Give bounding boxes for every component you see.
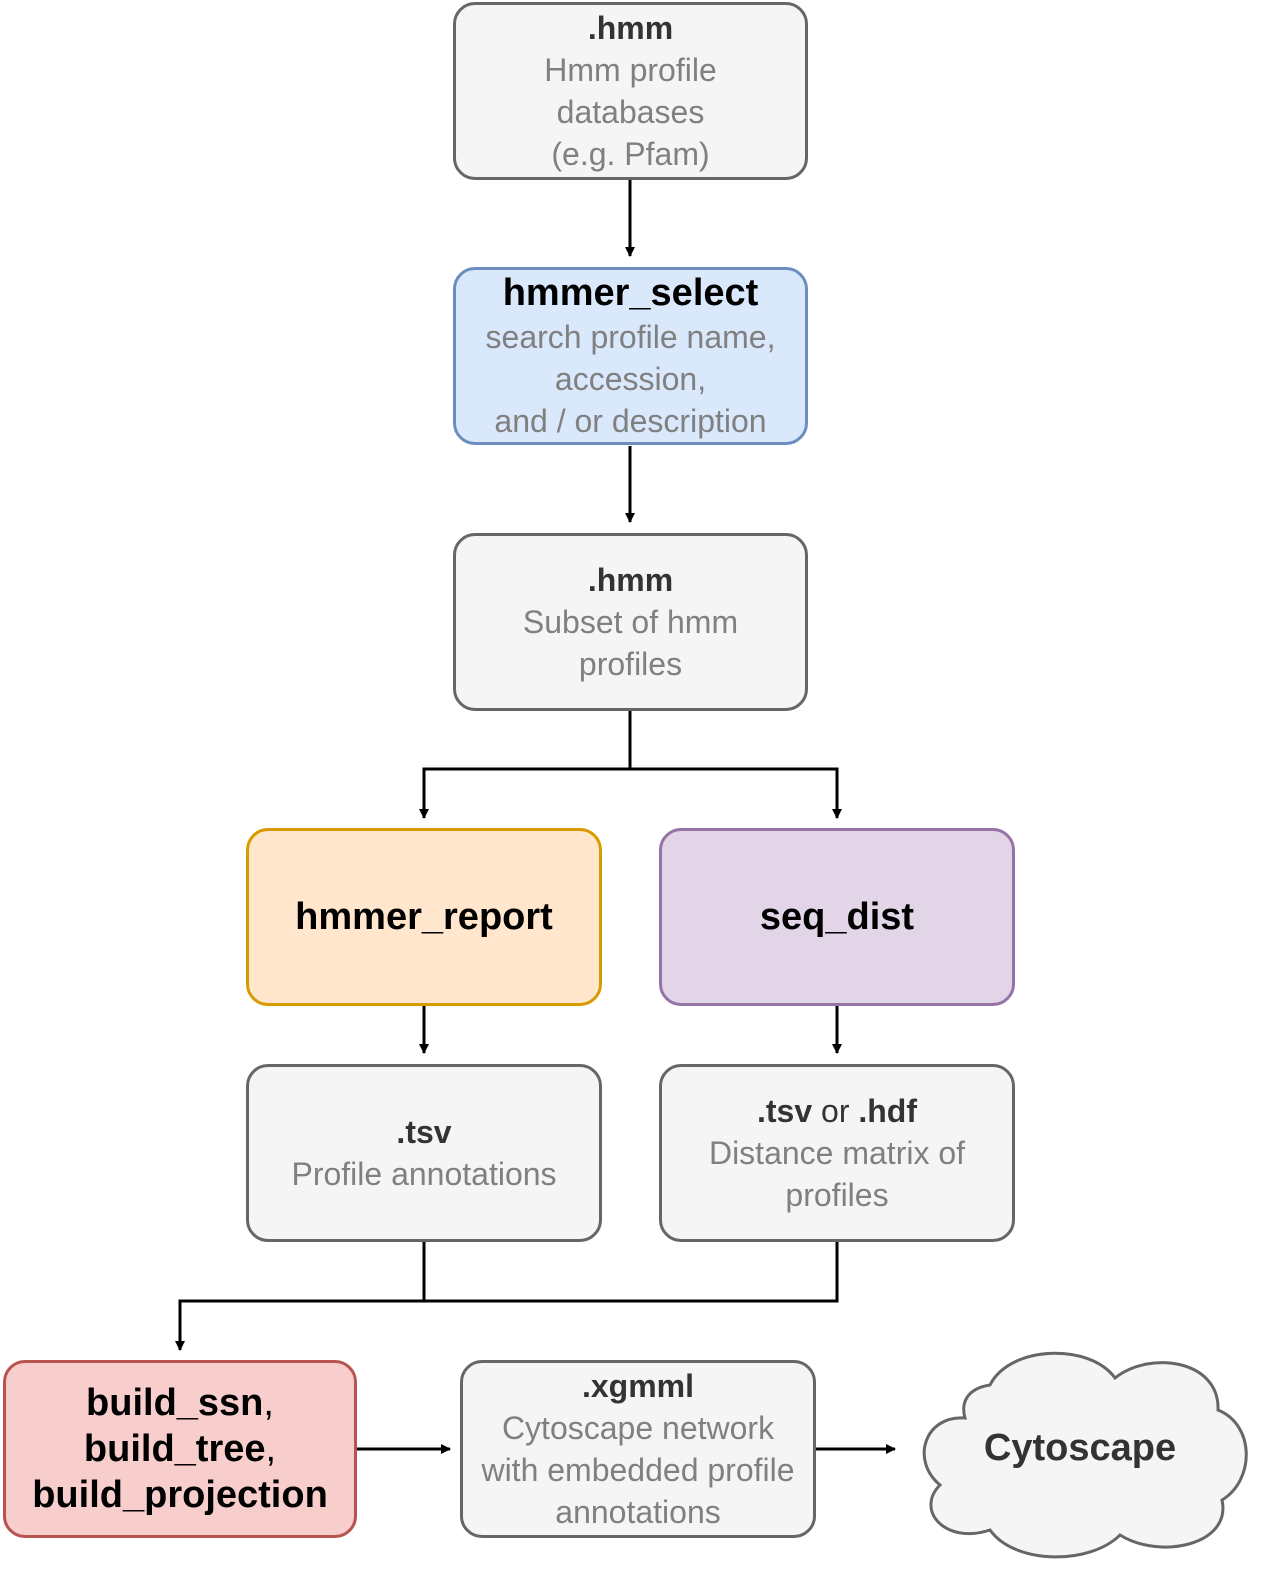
seq-dist-node: seq_dist — [659, 828, 1015, 1006]
build-tree-line: build_tree, — [84, 1426, 276, 1472]
hmmer-report-node: hmmer_report — [246, 828, 602, 1006]
edge-tsv-to-build — [175, 1242, 426, 1351]
xgmml-title: .xgmml — [581, 1368, 695, 1404]
hmmer-select-desc-3: and / or description — [494, 403, 767, 439]
distance-matrix-desc-1: Distance matrix of — [708, 1135, 966, 1171]
build-ssn-line: build_ssn, — [86, 1380, 274, 1426]
hmmer-select-desc-1: search profile name, — [485, 319, 776, 355]
hmm-database-desc-1: Hmm profile — [544, 52, 717, 88]
build-projection-label: build_projection — [32, 1474, 328, 1516]
build-tree-label: build_tree — [83, 1428, 266, 1470]
hmm-subset-desc-2: profiles — [578, 646, 683, 682]
hmmer-report-title: hmmer_report — [295, 896, 553, 938]
cytoscape-label: Cytoscape — [983, 1427, 1177, 1469]
tsv-title: .tsv — [396, 1114, 452, 1150]
hmm-database-desc-2: databases — [556, 94, 705, 130]
cytoscape-cloud-shape — [922, 1351, 1248, 1559]
xgmml-desc-2: with embedded profile — [481, 1452, 795, 1488]
seq-dist-title: seq_dist — [759, 896, 915, 938]
distance-matrix-node: .tsv or .hdf Distance matrix of profiles — [659, 1064, 1015, 1242]
edge-subset-to-hmmer-report — [419, 711, 632, 819]
hmm-subset-node: .hmm Subset of hmm profiles — [453, 533, 808, 711]
build-tools-node: build_ssn, build_tree, build_projection — [3, 1360, 357, 1538]
tsv-annotations-node: .tsv Profile annotations — [246, 1064, 602, 1242]
xgmml-node: .xgmml Cytoscape network with embedded p… — [460, 1360, 816, 1538]
edge-subset-to-seq-dist — [630, 767, 842, 819]
distance-matrix-desc-2: profiles — [785, 1177, 889, 1213]
edge-tsv-hdf-to-build — [424, 1242, 839, 1303]
build-tree-sep: , — [265, 1428, 277, 1470]
hmm-subset-desc-1: Subset of hmm — [522, 604, 739, 640]
tsv-format-label: .tsv — [756, 1093, 813, 1129]
hdf-format-label: .hdf — [858, 1093, 917, 1129]
hmm-subset-title: .hmm — [587, 562, 674, 598]
hmmer-select-desc-2: accession, — [554, 361, 707, 397]
format-connector: or — [812, 1093, 859, 1129]
distance-matrix-title: .tsv or .hdf — [757, 1090, 917, 1132]
build-ssn-sep: , — [263, 1382, 274, 1424]
tsv-desc-1: Profile annotations — [291, 1156, 557, 1192]
hmm-database-node: .hmm Hmm profile databases (e.g. Pfam) — [453, 2, 808, 180]
hmmer-select-title: hmmer_select — [502, 272, 759, 314]
hmm-database-title: .hmm — [587, 10, 674, 46]
xgmml-desc-1: Cytoscape network — [501, 1410, 775, 1446]
hmm-database-desc-3: (e.g. Pfam) — [551, 136, 710, 172]
build-ssn-label: build_ssn — [86, 1382, 264, 1424]
hmmer-select-node: hmmer_select search profile name, access… — [453, 267, 808, 445]
xgmml-desc-3: annotations — [555, 1494, 721, 1530]
